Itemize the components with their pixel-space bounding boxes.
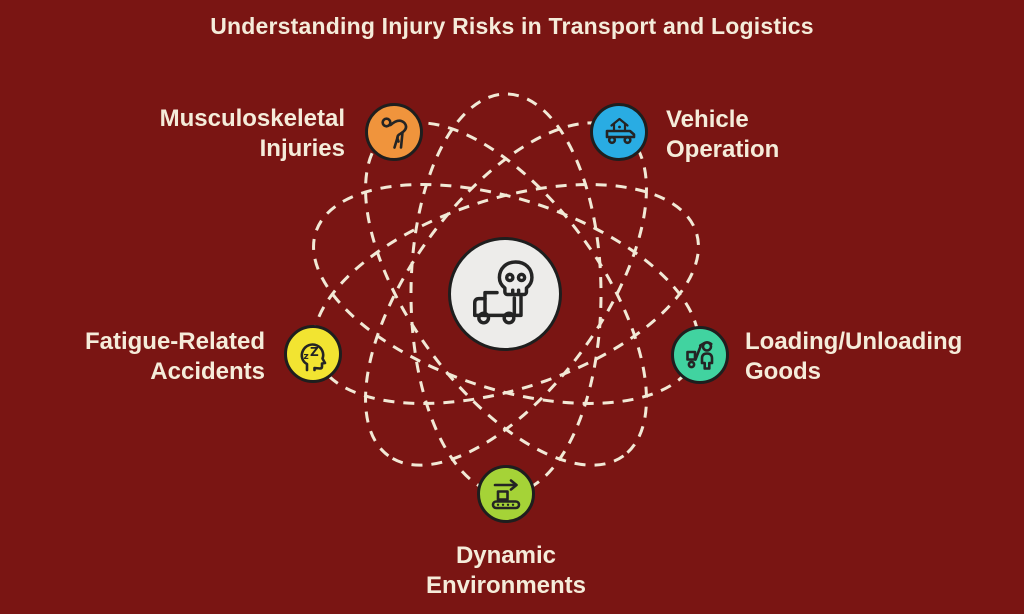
node-dynamic-environments — [477, 465, 535, 523]
bending-person-icon — [381, 117, 408, 149]
node-musculoskeletal-injuries — [365, 103, 423, 161]
center-node-injury-risk — [448, 237, 562, 351]
conveyor-belt-icon — [491, 479, 521, 510]
node-loading-unloading-goods — [671, 326, 729, 384]
moving-truck-icon — [605, 117, 636, 145]
label-musculoskeletal-injuries: Musculoskeletal Injuries — [159, 105, 345, 162]
svg-text:z: z — [304, 352, 309, 362]
skull-truck-icon — [473, 260, 534, 325]
sleepy-head-icon: z Z — [300, 343, 327, 372]
svg-text:Z: Z — [310, 345, 319, 359]
page-title: Understanding Injury Risks in Transport … — [210, 13, 814, 39]
label-fatigue-related-accidents: Fatigue-Related Accidents — [84, 328, 265, 385]
node-fatigue-related-accidents: z Z — [284, 325, 342, 383]
porter-handtruck-icon — [686, 341, 714, 370]
node-vehicle-operation — [590, 103, 648, 161]
label-dynamic-environments: Dynamic Environments — [425, 542, 587, 599]
label-loading-unloading-goods: Loading/Unloading Goods — [745, 328, 963, 385]
label-vehicle-operation: Vehicle Operation — [666, 106, 780, 163]
